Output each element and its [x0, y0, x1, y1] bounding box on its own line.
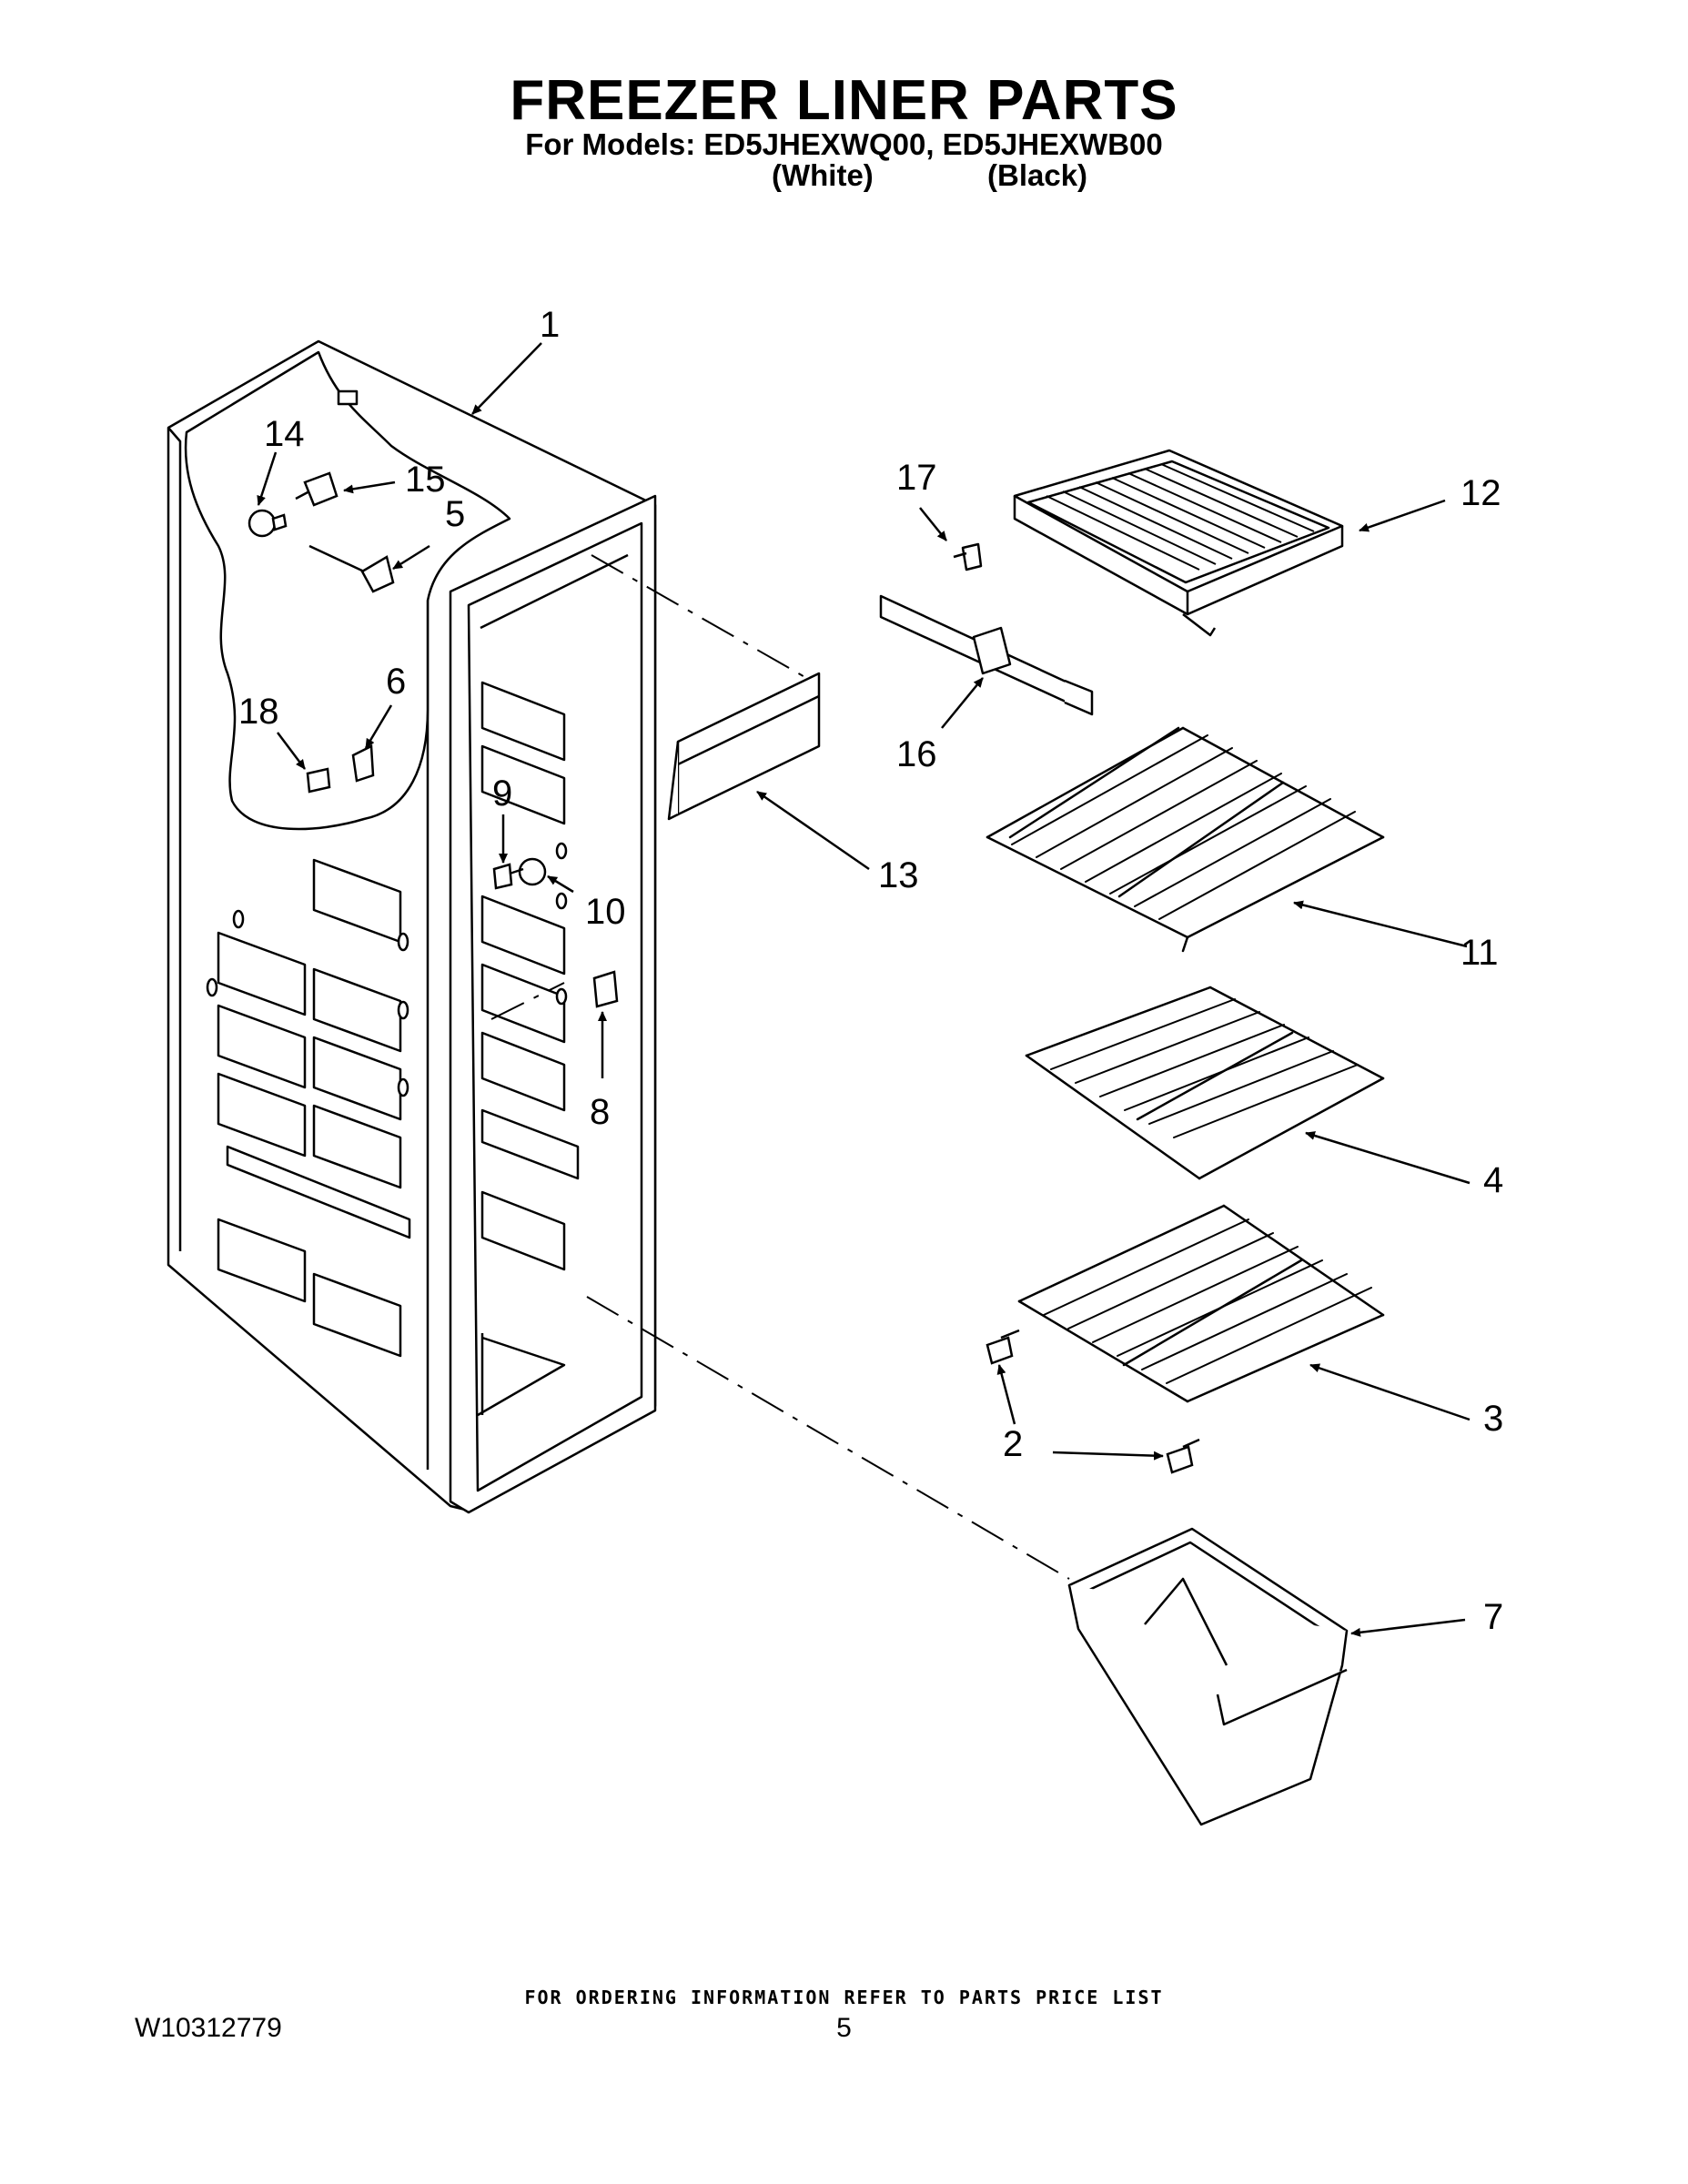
- part-6-bracket: [351, 744, 375, 783]
- callout-3: 3: [1483, 1399, 1503, 1439]
- page-number: 5: [836, 2013, 852, 2043]
- callout-6: 6: [386, 662, 406, 702]
- document-number: W10312779: [135, 2013, 282, 2043]
- callout-1: 1: [540, 305, 560, 345]
- model-list: For Models: ED5JHEXWQ00, ED5JHEXWB00: [525, 127, 1163, 161]
- part-13-cover-strip: [667, 672, 821, 821]
- part-4-wire-shelf: [1025, 986, 1385, 1180]
- color-label-black: (Black): [987, 158, 1088, 192]
- part-5-clip: [308, 544, 395, 593]
- callout-14: 14: [264, 414, 305, 454]
- color-label-white: (White): [772, 158, 874, 192]
- part-15-light-socket: [295, 471, 339, 507]
- callout-leaders: [257, 342, 1471, 1637]
- part-8-bracket: [592, 970, 619, 1008]
- part-10-shelf-stop: [509, 857, 547, 886]
- part-14-light-bulb: [248, 509, 288, 538]
- callout-7: 7: [1483, 1597, 1503, 1637]
- page-title: FREEZER LINER PARTS: [510, 69, 1178, 132]
- part-3-wire-shelf: [1017, 1204, 1385, 1403]
- part-16-shelf-rail: [879, 594, 1094, 716]
- callout-8: 8: [590, 1092, 610, 1132]
- callout-16: 16: [896, 734, 937, 774]
- part-17-screw: [953, 542, 983, 571]
- ordering-note: FOR ORDERING INFORMATION REFER TO PARTS …: [524, 1987, 1164, 2008]
- part-18-screw: [306, 767, 331, 794]
- part-7-freezer-bin: [1067, 1527, 1349, 1826]
- callout-2: 2: [1003, 1424, 1023, 1464]
- callout-9: 9: [492, 774, 512, 814]
- assembly-leader-lines: [490, 554, 1070, 1580]
- callout-12: 12: [1461, 473, 1501, 513]
- callout-17: 17: [896, 458, 937, 498]
- callout-15: 15: [405, 460, 446, 500]
- callout-11: 11: [1461, 933, 1499, 973]
- freezer-liner: [167, 339, 657, 1514]
- part-9-screw: [492, 863, 513, 890]
- part-2-end-caps: [986, 1329, 1200, 1474]
- part-12-shelf: [1013, 449, 1344, 637]
- callout-numbers: 1 2 3 4 5 6 7 8 9 10 11 12 13 14 15 16 1…: [238, 305, 1503, 1637]
- callout-13: 13: [878, 855, 919, 895]
- callout-18: 18: [238, 692, 279, 732]
- callout-5: 5: [445, 494, 465, 534]
- part-11-wire-shelf: [986, 726, 1385, 953]
- callout-4: 4: [1483, 1160, 1503, 1200]
- callout-10: 10: [585, 892, 626, 932]
